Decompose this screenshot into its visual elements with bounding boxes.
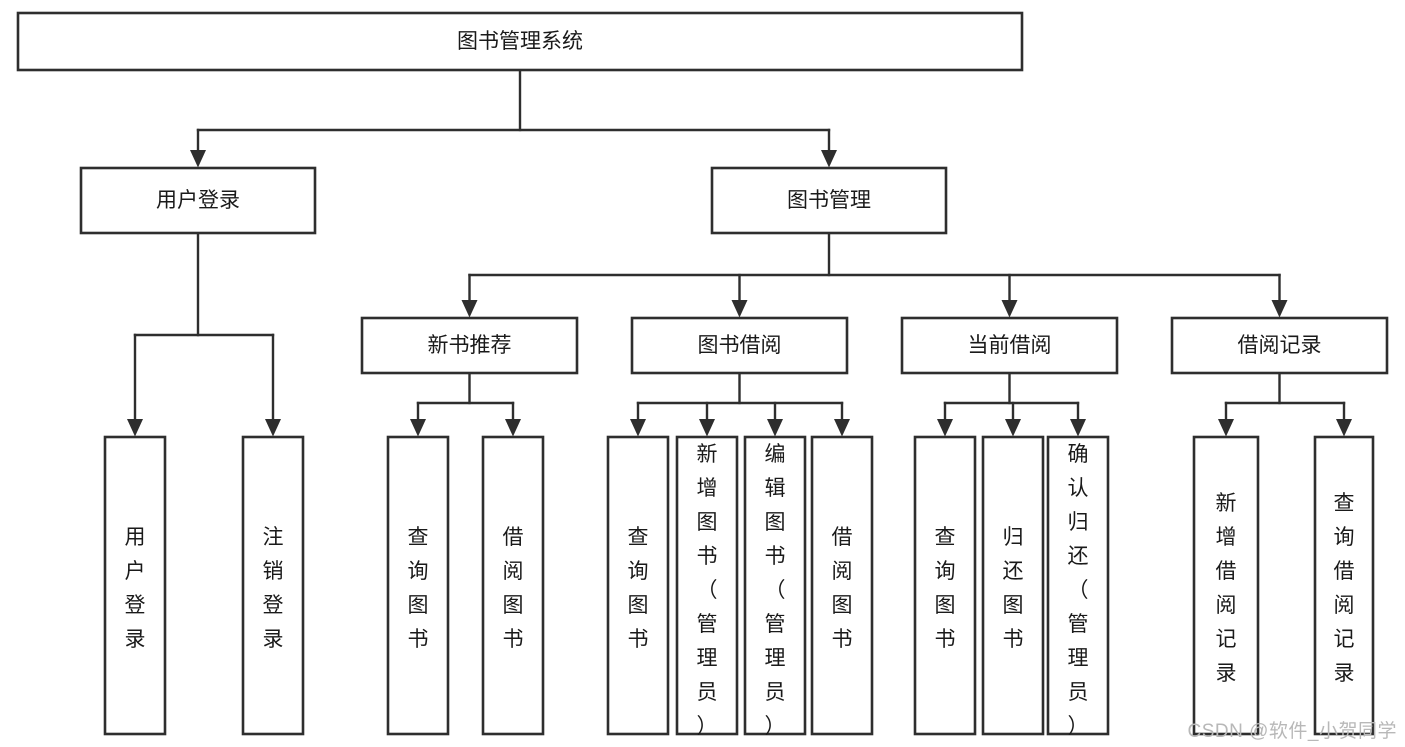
node-leaf-query-borrow-record[interactable]: 查询借阅记录 [1313,435,1375,736]
arrow-head-icon [937,419,953,437]
node-box [630,316,849,375]
node-label: 当前借阅 [968,334,1052,357]
node-box [1046,435,1110,736]
node-label: 借阅记录 [1238,334,1322,357]
node-label: 图书管理 [787,189,871,212]
node-box [360,316,579,375]
arrow-head-icon [630,419,646,437]
node-box [1313,435,1375,736]
node-label: 查询图书 [628,526,649,651]
node-box [913,435,977,736]
node-box [606,435,670,736]
node-book-management[interactable]: 图书管理 [710,166,948,235]
node-box [1192,435,1260,736]
node-leaf-confirm-return-admin[interactable]: 确认归还（管理员） [1046,435,1110,738]
arrow-head-icon [1001,300,1018,318]
node-label: 用户登录 [125,526,146,651]
arrow-head-icon [190,150,206,168]
node-new-book-recommend[interactable]: 新书推荐 [360,316,579,375]
node-label: 图书管理系统 [457,30,583,53]
arrow-head-icon [410,419,426,437]
node-box [481,435,545,736]
arrow-head-icon [505,419,521,437]
arrow-head-icon [127,419,143,437]
arrow-head-icon [1005,419,1021,437]
arrow-head-icon [767,419,783,437]
arrow-head-icon [265,419,281,437]
arrow-head-icon [699,419,715,437]
node-label: 确认归还（管理员） [1068,443,1089,738]
arrow-head-icon [1271,300,1288,318]
node-box [743,435,807,736]
node-label: 归还图书 [1003,526,1024,651]
node-label: 查询图书 [935,526,956,651]
node-box [810,435,874,736]
node-label: 编辑图书（管理员） [765,443,786,738]
arrow-head-icon [1070,419,1086,437]
node-box [241,435,305,736]
arrow-head-icon [731,300,748,318]
node-label: 新书推荐 [428,334,512,357]
node-leaf-add-book-admin[interactable]: 新增图书（管理员） [675,435,739,738]
node-label: 新增图书（管理员） [697,443,718,738]
node-leaf-edit-book-admin[interactable]: 编辑图书（管理员） [743,435,807,738]
node-box [675,435,739,736]
arrow-head-icon [461,300,478,318]
csdn-watermark: CSDN @软件_小贺同学 [1187,721,1397,742]
node-label: 图书借阅 [698,334,782,357]
node-box [981,435,1045,736]
arrow-head-icon [1336,419,1352,437]
node-borrow-record[interactable]: 借阅记录 [1170,316,1389,375]
node-box [103,435,167,736]
node-leaf-user-logout[interactable]: 注销登录 [241,435,305,736]
node-label: 查询借阅记录 [1334,492,1355,685]
node-current-borrow[interactable]: 当前借阅 [900,316,1119,375]
node-user-login[interactable]: 用户登录 [79,166,317,235]
connector-layer [127,68,1352,437]
node-leaf-return-book[interactable]: 归还图书 [981,435,1045,736]
node-label: 注销登录 [263,526,284,651]
arrow-head-icon [834,419,850,437]
node-leaf-borrow-book[interactable]: 借阅图书 [810,435,874,736]
node-box [16,11,1024,72]
node-leaf-query-book-new[interactable]: 查询图书 [386,435,450,736]
node-layer: 图书管理系统用户登录图书管理新书推荐图书借阅当前借阅借阅记录用户登录注销登录查询… [16,11,1389,738]
node-leaf-user-login[interactable]: 用户登录 [103,435,167,736]
arrow-head-icon [1218,419,1234,437]
node-leaf-query-book-current[interactable]: 查询图书 [913,435,977,736]
node-box [1170,316,1389,375]
node-label: 用户登录 [156,189,240,212]
node-label: 借阅图书 [503,526,524,651]
node-book-borrow[interactable]: 图书借阅 [630,316,849,375]
node-root[interactable]: 图书管理系统 [16,11,1024,72]
node-box [386,435,450,736]
arrow-head-icon [821,150,837,168]
node-box [79,166,317,235]
node-box [710,166,948,235]
node-leaf-add-borrow-record[interactable]: 新增借阅记录 [1192,435,1260,736]
node-label: 新增借阅记录 [1216,492,1237,685]
node-leaf-query-book-borrow[interactable]: 查询图书 [606,435,670,736]
node-leaf-borrow-book-new[interactable]: 借阅图书 [481,435,545,736]
node-box [900,316,1119,375]
node-label: 借阅图书 [832,526,853,651]
node-label: 查询图书 [408,526,429,651]
